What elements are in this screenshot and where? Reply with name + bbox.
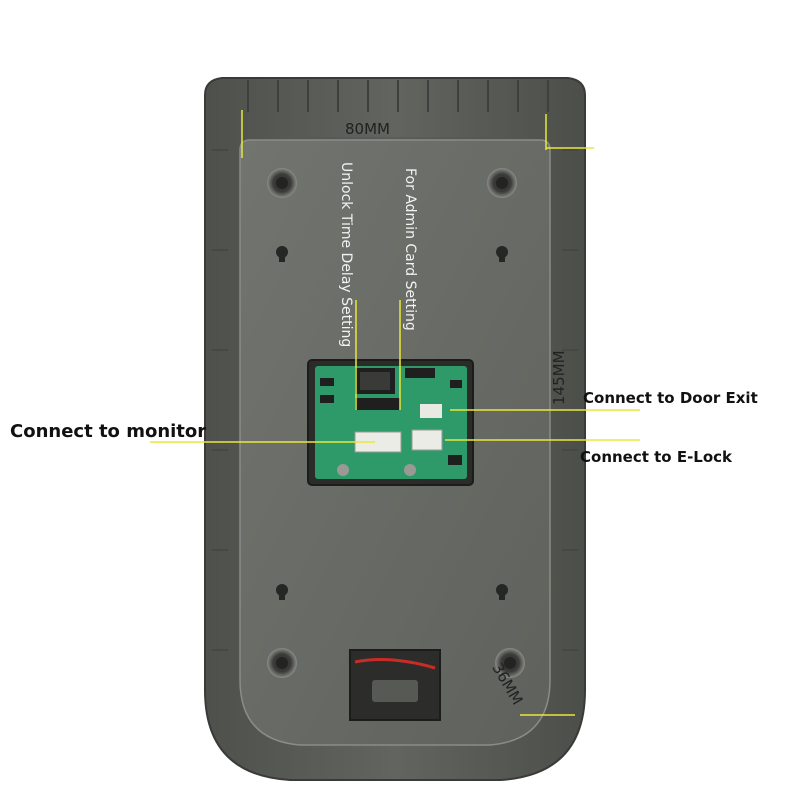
dimension-width: 80MM xyxy=(345,120,390,138)
label-unlock-time-delay: Unlock Time Delay Setting xyxy=(338,162,354,348)
side-ribs xyxy=(212,149,578,651)
label-connect-monitor: Connect to monitor xyxy=(10,421,207,442)
red-wire xyxy=(354,658,436,670)
label-admin-card-setting: For Admin Card Setting xyxy=(402,168,418,331)
label-connect-door-exit: Connect to Door Exit xyxy=(583,389,758,407)
label-connect-elock: Connect to E-Lock xyxy=(580,448,733,466)
pcb-components xyxy=(320,368,462,476)
housing-ribs xyxy=(247,80,549,112)
dimension-lines xyxy=(300,137,561,400)
cable-clip xyxy=(372,680,418,702)
dimension-height: 145MM xyxy=(550,350,568,405)
screw-holes xyxy=(267,168,525,678)
leader-lines xyxy=(150,110,640,716)
pcb-board xyxy=(315,366,467,479)
keyhole-slots xyxy=(276,246,508,600)
